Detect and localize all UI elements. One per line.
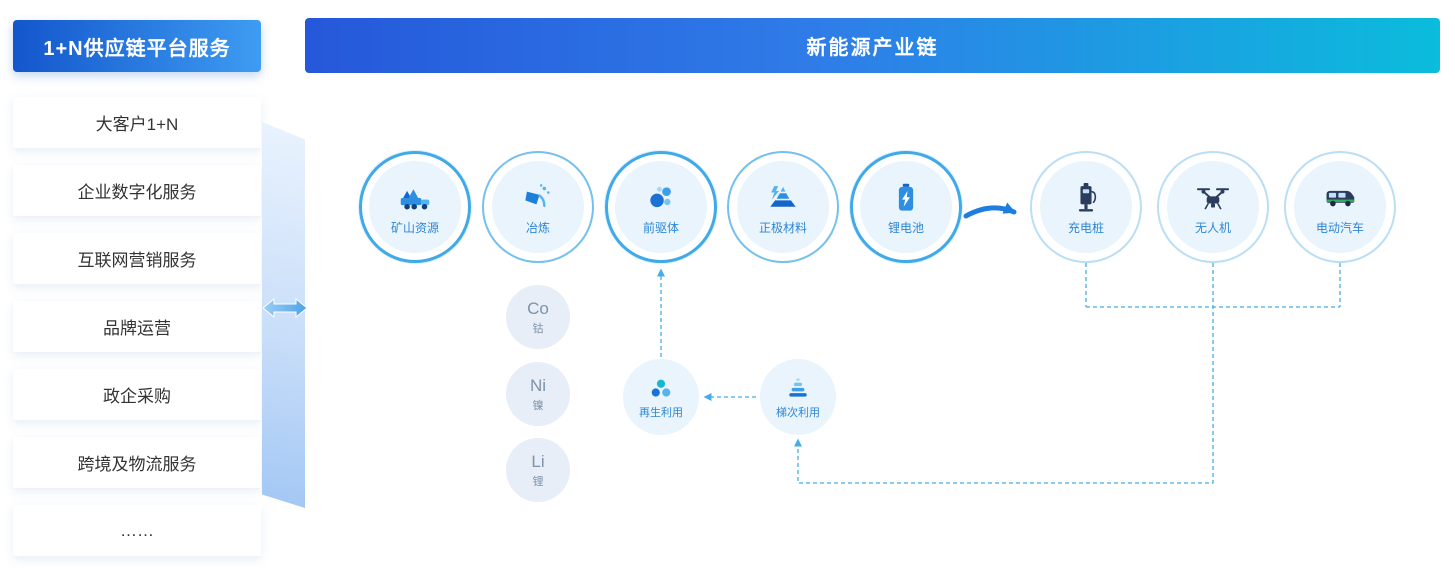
element-name: 钴 (532, 322, 544, 335)
element-symbol: Co (527, 298, 549, 318)
sidebar-item-more: …… (13, 505, 261, 557)
chain-node-label: 正极材料 (758, 220, 807, 235)
mine-truck-icon (394, 179, 436, 217)
chain-node-label: 冶炼 (525, 220, 550, 235)
sidebar-title: 1+N供应链平台服务 (13, 20, 261, 72)
chain-node-drone: 无人机 (1157, 151, 1269, 263)
sidebar-item-internet-marketing: 互联网营销服务 (13, 233, 261, 285)
element-name: 锂 (532, 475, 544, 488)
chain-node-label: 无人机 (1194, 220, 1231, 235)
recycle-node-label: 再生利用 (639, 406, 683, 419)
chain-node-label: 充电桩 (1067, 220, 1104, 235)
precursor-molecule-icon (640, 179, 682, 217)
electric-vehicle-icon (1319, 179, 1361, 217)
element-lithium: Li 锂 (506, 438, 570, 502)
sidebar: 大客户1+N 企业数字化服务 互联网营销服务 品牌运营 政企采购 跨境及物流服务… (13, 97, 261, 573)
arrow-battery-to-applications (963, 202, 1017, 219)
dashed-arrow-applications-to-cascade (794, 263, 1214, 484)
charging-pile-icon (1065, 179, 1107, 217)
chain-node-label: 锂电池 (887, 220, 924, 235)
chain-node-electric-vehicle: 电动汽车 (1284, 151, 1396, 263)
smelting-icon (517, 179, 559, 217)
sidebar-item-key-account: 大客户1+N (13, 97, 261, 149)
chain-node-label: 矿山资源 (390, 220, 439, 235)
chain-node-precursor: 前驱体 (605, 151, 717, 263)
sidebar-item-digitalization: 企业数字化服务 (13, 165, 261, 217)
double-arrow-icon (263, 297, 307, 319)
recycling-icon (646, 375, 676, 403)
lithium-battery-icon (885, 179, 927, 217)
cascade-use-icon (783, 375, 813, 403)
element-symbol: Ni (529, 375, 547, 395)
recycle-node-cascade-use: 梯次利用 (760, 359, 836, 435)
chain-node-cathode-material: 正极材料 (727, 151, 839, 263)
chain-node-charging-pile: 充电桩 (1030, 151, 1142, 263)
chain-node-smelting: 冶炼 (482, 151, 594, 263)
sidebar-item-gov-procurement: 政企采购 (13, 369, 261, 421)
chain-node-lithium-battery: 锂电池 (850, 151, 962, 263)
cathode-material-icon (762, 179, 804, 217)
element-name: 镍 (532, 399, 544, 412)
chain-node-label: 电动汽车 (1315, 220, 1364, 235)
sidebar-item-crossborder-logistics: 跨境及物流服务 (13, 437, 261, 489)
drone-icon (1192, 179, 1234, 217)
element-nickel: Ni 镍 (506, 362, 570, 426)
recycle-node-label: 梯次利用 (776, 406, 820, 419)
sidebar-item-brand-operation: 品牌运营 (13, 301, 261, 353)
element-cobalt: Co 钴 (506, 285, 570, 349)
chain-node-mine-resource: 矿山资源 (359, 151, 471, 263)
chain-node-label: 前驱体 (642, 220, 679, 235)
element-symbol: Li (531, 451, 545, 471)
banner-title: 新能源产业链 (305, 18, 1440, 73)
recycle-node-regeneration: 再生利用 (623, 359, 699, 435)
